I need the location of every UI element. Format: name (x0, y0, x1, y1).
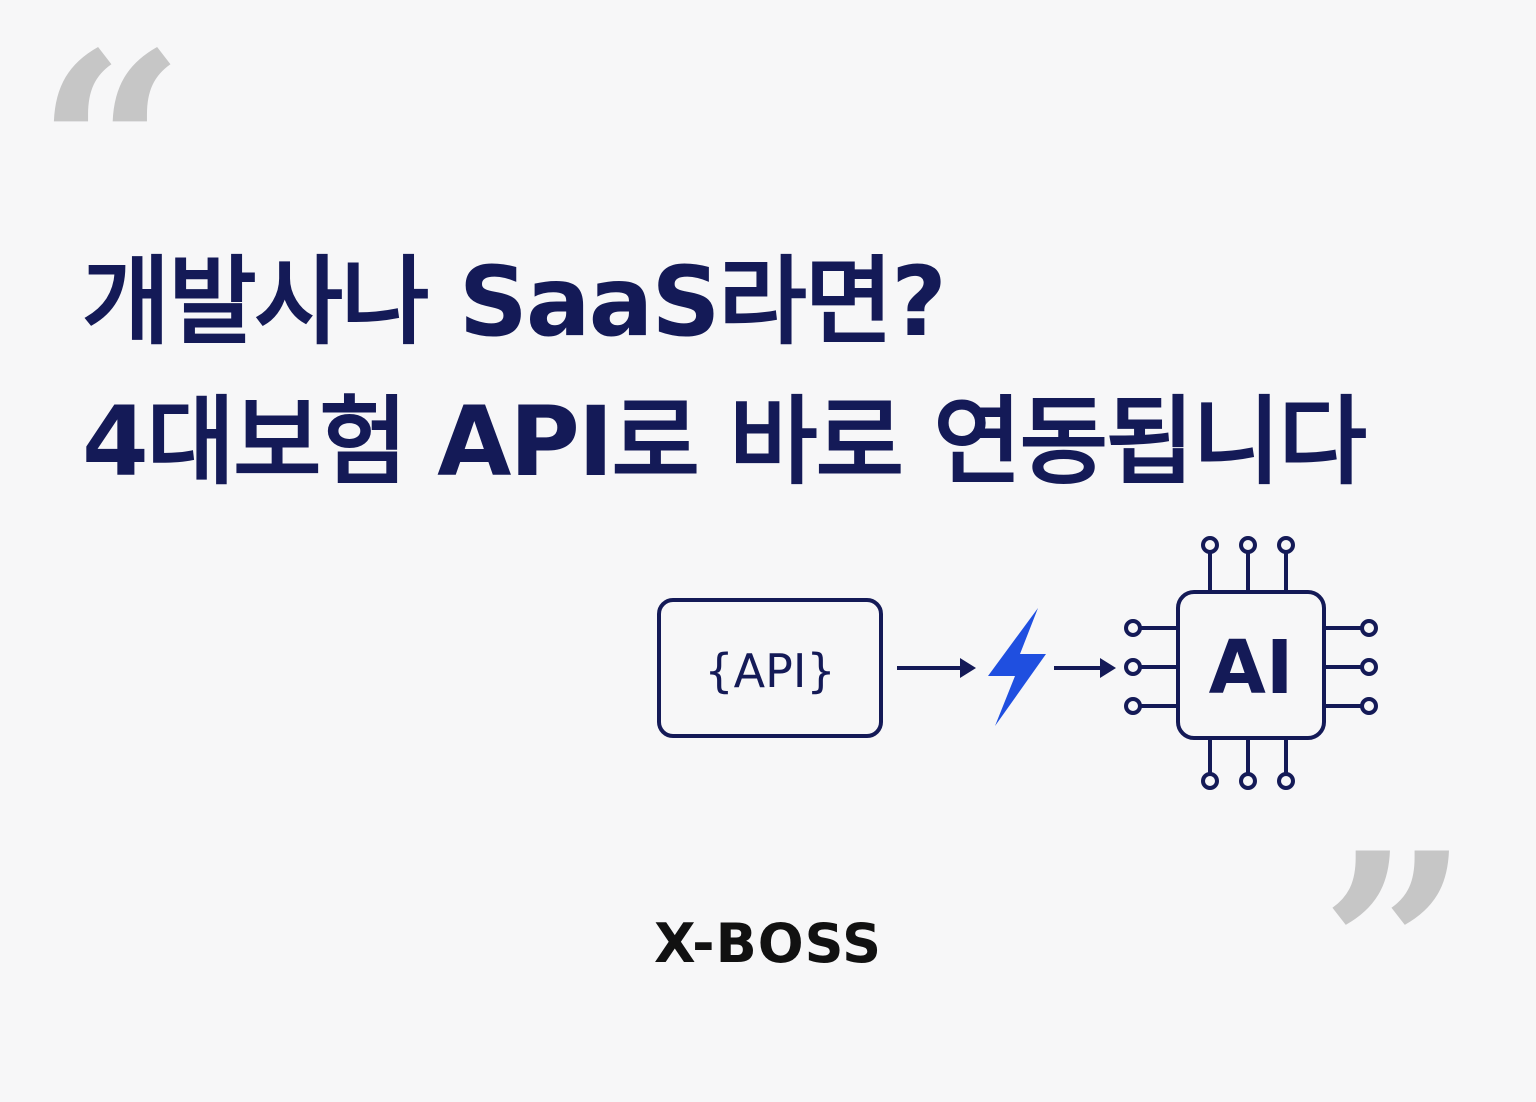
headline-line-1: 개발사나 SaaS라면? (82, 246, 947, 358)
api-box: {API} (657, 598, 883, 738)
ai-label: AI (1209, 625, 1294, 711)
arrow-right-icon (897, 658, 976, 678)
headline-line-2: 4대보험 API로 바로 연동됩니다 (82, 386, 1367, 498)
api-to-ai-diagram: {API} (657, 536, 1378, 790)
api-label: {API} (704, 644, 835, 698)
open-quote-icon: “ (36, 0, 186, 302)
brand-logo: X-BOSS (653, 912, 883, 975)
arrow-right-icon (1054, 658, 1116, 678)
headline: 개발사나 SaaS라면? 4대보험 API로 바로 연동됩니다 (82, 232, 1367, 512)
lightning-bolt-icon (988, 608, 1046, 726)
ai-chip-icon (1124, 536, 1378, 790)
